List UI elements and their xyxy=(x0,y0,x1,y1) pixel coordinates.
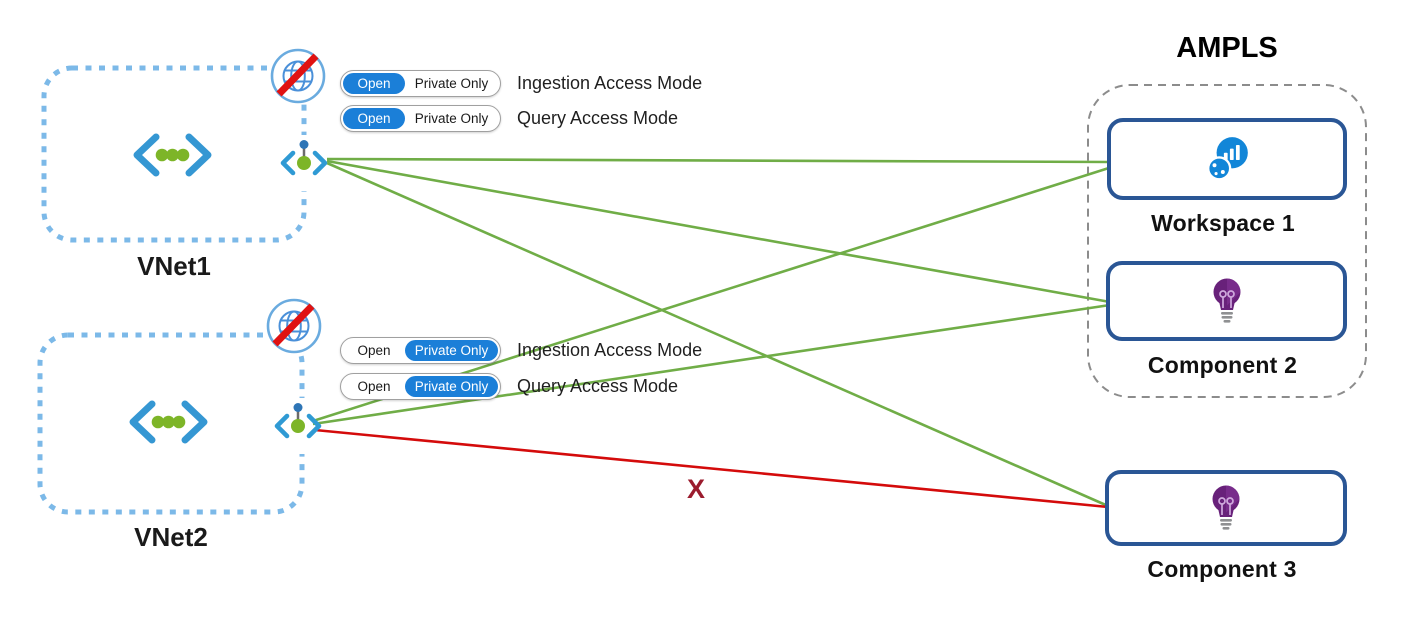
workspace1-label: Workspace 1 xyxy=(1151,210,1295,236)
component2-box xyxy=(1106,261,1347,341)
allowed-connections xyxy=(312,157,1113,508)
line-vnet2-component2 xyxy=(312,303,1111,426)
vnet1-query-open-option[interactable]: Open xyxy=(343,108,405,129)
vnet2-no-internet-icon xyxy=(264,296,324,361)
component2-label: Component 2 xyxy=(1147,352,1298,378)
vnet1-query-private-option[interactable]: Private Only xyxy=(414,111,489,126)
vnet2-query-toggle[interactable]: Open Private Only xyxy=(340,373,501,400)
vnet1-label: VNet1 xyxy=(137,251,211,281)
vnet1-query-toggle[interactable]: Open Private Only xyxy=(340,105,501,132)
vnet2-ingestion-private-option[interactable]: Private Only xyxy=(405,340,498,361)
component3-label: Component 3 xyxy=(1147,556,1297,582)
vnet1-network-icon xyxy=(130,132,215,183)
globe-blocked-icon xyxy=(270,48,326,104)
line-vnet2-component3-blocked xyxy=(314,428,1109,509)
private-endpoint-icon xyxy=(274,398,322,454)
vnet2-ingestion-mode-label: Ingestion Access Mode xyxy=(517,340,703,360)
vnet1-query-mode-label: Query Access Mode xyxy=(517,108,679,128)
app-insights-bulb-icon xyxy=(1212,485,1240,530)
vnet2-query-open-option[interactable]: Open xyxy=(357,379,391,394)
vnet1-ingestion-private-option[interactable]: Private Only xyxy=(414,76,489,91)
line-vnet1-component2 xyxy=(326,159,1111,304)
ampls-boundary xyxy=(1087,84,1367,398)
ampls-title: AMPLS xyxy=(1176,32,1278,64)
log-analytics-workspace-icon xyxy=(1207,137,1248,181)
vnet2-network-icon xyxy=(126,399,211,450)
line-vnet1-component3 xyxy=(326,161,1109,508)
globe-blocked-icon xyxy=(266,298,322,354)
virtual-network-icon xyxy=(133,133,212,177)
line-vnet1-workspace1 xyxy=(326,157,1113,164)
vnet1-ingestion-open-option[interactable]: Open xyxy=(343,73,405,94)
vnet2-ingestion-toggle[interactable]: Open Private Only xyxy=(340,337,501,364)
vnet2-private-endpoint xyxy=(270,398,326,459)
private-endpoint-icon xyxy=(280,135,328,191)
workspace1-box xyxy=(1107,118,1347,200)
blocked-connection-marker: X xyxy=(686,474,705,504)
vnet2-query-private-option[interactable]: Private Only xyxy=(405,376,498,397)
vnet1-private-endpoint xyxy=(276,135,332,196)
vnet1-ingestion-mode-label: Ingestion Access Mode xyxy=(517,73,703,93)
vnet2-ingestion-open-option[interactable]: Open xyxy=(357,343,391,358)
app-insights-bulb-icon xyxy=(1213,278,1240,323)
virtual-network-icon xyxy=(129,400,208,444)
vnet1-no-internet-icon xyxy=(268,46,328,111)
vnet2-boundary xyxy=(37,332,305,515)
component3-box xyxy=(1105,470,1347,546)
vnet1-ingestion-toggle[interactable]: Open Private Only xyxy=(340,70,501,97)
vnet2-label: VNet2 xyxy=(134,522,208,552)
vnet2-query-mode-label: Query Access Mode xyxy=(517,376,679,396)
